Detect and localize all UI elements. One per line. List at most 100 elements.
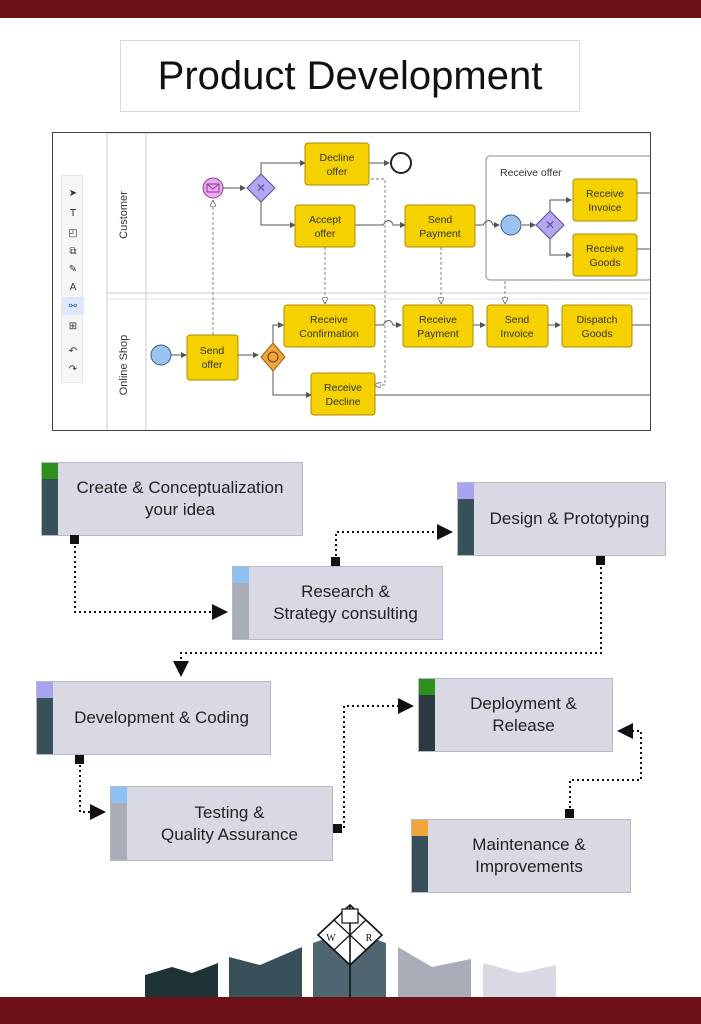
svg-text:Decline: Decline (319, 152, 354, 164)
svg-text:Goods: Goods (582, 328, 613, 340)
step-label: Maintenance & Improvements (472, 835, 586, 876)
svg-text:offer: offer (315, 228, 336, 240)
gateway-x-mark: ✕ (256, 181, 266, 195)
exclusive-gateway-customer (246, 173, 276, 203)
exclusive-gateway-subprocess (535, 210, 565, 240)
sticky-note-icon[interactable]: ◰ (68, 227, 78, 239)
step-maintenance-improvements[interactable]: Maintenance & Improvements (411, 819, 631, 893)
event-based-gateway-inner (267, 351, 279, 363)
step-label: Development & Coding (74, 708, 249, 727)
bpmn-screenshot: Customer Online Shop Receive offer (52, 132, 651, 431)
step-design-prototyping[interactable]: Design & Prototyping (457, 482, 666, 556)
step-testing-qa[interactable]: Testing & Quality Assurance (110, 786, 333, 861)
task-receive-payment[interactable]: Receive Payment (402, 304, 474, 348)
task-send-invoice[interactable]: Send Invoice (486, 304, 549, 348)
step-label: Create & Conceptualization your idea (76, 478, 284, 519)
subprocess-label: Receive offer (500, 167, 562, 179)
message-flow-4 (371, 178, 386, 385)
envelope-flap (206, 183, 220, 190)
step-bar (111, 787, 127, 860)
step-cap (419, 679, 435, 695)
pen-icon[interactable]: ✎ (68, 263, 78, 275)
task-receive-decline[interactable]: Receive Decline (310, 372, 376, 416)
subprocess-start-event (500, 214, 522, 236)
step-bar (458, 483, 474, 555)
step-cap (233, 567, 249, 583)
svg-text:offer: offer (327, 166, 348, 178)
flow-3 (260, 197, 296, 228)
svg-text:Decline: Decline (325, 396, 360, 408)
add-icon[interactable]: ⊞ (68, 320, 78, 332)
svg-text:Send: Send (505, 314, 530, 326)
step-bar (37, 682, 53, 754)
connector-create-to-research (74, 541, 228, 620)
pointer-icon[interactable]: ➤ (68, 187, 78, 199)
connector-handle (70, 535, 79, 544)
task-decline-offer[interactable]: Decline offer (304, 142, 370, 186)
bpmn-diagram: Customer Online Shop Receive offer (106, 133, 650, 430)
connector-icon[interactable]: ⚯ (62, 297, 84, 315)
logo-letter-w: W (326, 933, 336, 944)
envelope-icon (206, 183, 220, 193)
task-send-payment[interactable]: Send Payment (404, 204, 476, 248)
svg-text:Payment: Payment (417, 328, 459, 340)
subprocess-frame (485, 155, 650, 281)
arrow-icon[interactable]: A (69, 281, 77, 293)
wr-logo-diamond: W R (316, 903, 384, 1024)
step-create-conceptualization[interactable]: Create & Conceptualization your idea (41, 462, 303, 536)
step-cap (111, 787, 127, 803)
lane-label-online-shop: Online Shop (118, 335, 130, 396)
flow-12 (272, 322, 284, 344)
svg-text:Receive: Receive (586, 188, 624, 200)
svg-text:Confirmation: Confirmation (299, 328, 359, 340)
svg-text:Accept: Accept (309, 214, 341, 226)
connector-handle (331, 557, 340, 566)
step-bar (412, 820, 428, 892)
step-label: Deployment & Release (470, 694, 577, 735)
flow-14 (375, 320, 402, 328)
gateway-x-mark-2: ✕ (545, 218, 555, 232)
flow-9 (549, 233, 572, 258)
step-label: Design & Prototyping (489, 509, 650, 528)
text-icon[interactable]: T (69, 207, 77, 219)
svg-text:Invoice: Invoice (500, 328, 533, 340)
flow-5 (355, 220, 406, 228)
svg-text:Receive: Receive (419, 314, 457, 326)
message-flows (213, 178, 505, 385)
end-event (390, 152, 412, 174)
step-bar (42, 463, 58, 535)
connector-handle (75, 755, 84, 764)
task-send-offer[interactable]: Send offer (186, 334, 239, 381)
step-research-strategy[interactable]: Research & Strategy consulting (232, 566, 443, 640)
svg-text:offer: offer (202, 359, 223, 371)
task-receive-goods[interactable]: Receive Goods (572, 233, 638, 277)
step-label: Research & Strategy consulting (273, 582, 418, 623)
task-receive-confirmation[interactable]: Receive Confirmation (283, 304, 376, 348)
connector-testing-to-deployment (339, 698, 414, 829)
flow-6 (475, 220, 500, 228)
step-cap (37, 682, 53, 698)
svg-text:Payment: Payment (419, 228, 461, 240)
svg-text:Receive: Receive (586, 243, 624, 255)
shapes-icon[interactable]: ⧉ (69, 245, 77, 257)
pool-frame (106, 133, 650, 430)
lane-label-customer: Customer (118, 191, 130, 239)
logo-letter-r: R (366, 933, 373, 944)
svg-text:Send: Send (428, 214, 453, 226)
page-title: Product Development (120, 40, 580, 112)
shop-start-event (150, 344, 172, 366)
connector-development-to-testing (79, 760, 106, 820)
step-deployment-release[interactable]: Deployment & Release (418, 678, 613, 752)
step-development-coding[interactable]: Development & Coding (36, 681, 271, 755)
undo-icon[interactable]: ↶ (68, 345, 78, 357)
svg-text:Receive: Receive (324, 382, 362, 394)
connector-handle (565, 809, 574, 818)
task-dispatch-goods[interactable]: Dispatch Goods (561, 304, 633, 348)
task-accept-offer[interactable]: Accept offer (294, 204, 356, 248)
task-receive-invoice[interactable]: Receive Invoice (572, 178, 638, 222)
step-label: Testing & Quality Assurance (160, 802, 298, 844)
flow-13 (272, 370, 312, 398)
svg-text:Goods: Goods (590, 257, 621, 269)
connector-handle (333, 824, 342, 833)
redo-icon[interactable]: ↷ (68, 363, 78, 375)
